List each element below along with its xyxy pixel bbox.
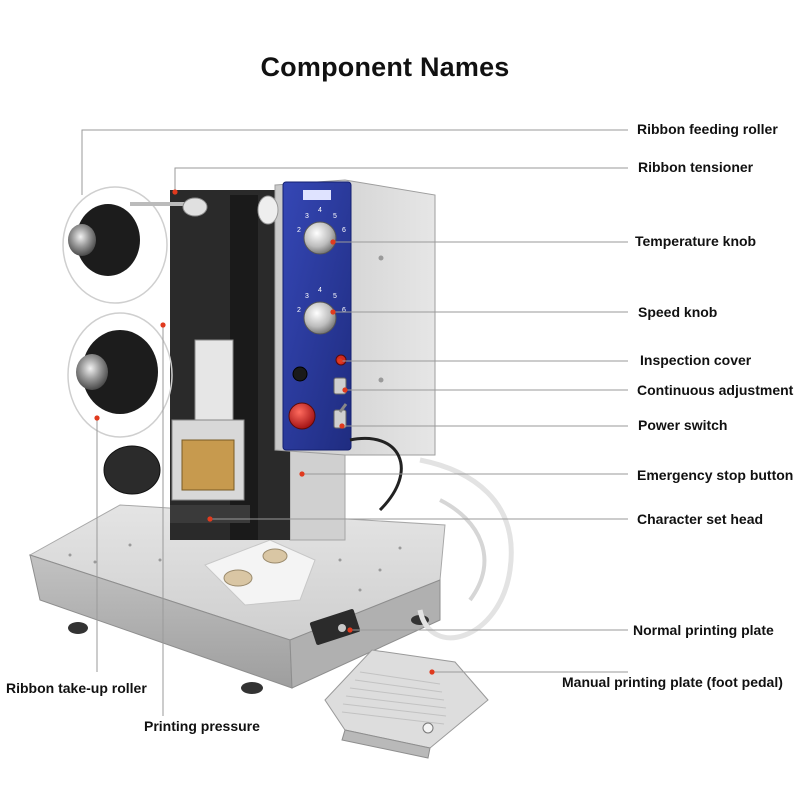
character-set-head-graphic [170, 339, 250, 523]
svg-text:3: 3 [305, 293, 309, 300]
foot-pedal-graphic [324, 649, 489, 759]
label-emergency-stop-button: Emergency stop button [637, 467, 794, 483]
label-power-switch: Power switch [638, 417, 728, 433]
label-speed-knob: Speed knob [638, 304, 718, 320]
svg-text:3: 3 [305, 213, 309, 220]
label-temperature-knob: Temperature knob [635, 233, 757, 249]
svg-text:2: 2 [297, 307, 301, 314]
svg-text:5: 5 [333, 213, 337, 220]
label-continuous-adjustment: Continuous adjustment [637, 382, 794, 398]
speed-knob-graphic: 23 4 56 [297, 287, 346, 335]
label-manual-printing-plate: Manual printing plate (foot pedal) [562, 674, 783, 690]
svg-text:5: 5 [333, 293, 337, 300]
svg-text:6: 6 [342, 227, 346, 234]
label-ribbon-tensioner: Ribbon tensioner [638, 159, 754, 175]
printing-plate [204, 539, 316, 606]
temperature-knob-graphic: 23 4 56 [297, 207, 346, 255]
diagram-title: Component Names [260, 52, 510, 82]
ribbon-feeding-roller-graphic [62, 186, 185, 304]
label-inspection-cover: Inspection cover [640, 352, 752, 368]
label-character-set-head: Character set head [637, 511, 764, 527]
svg-text:2: 2 [297, 227, 301, 234]
ribbon-tensioner-graphic [182, 195, 279, 225]
svg-text:4: 4 [318, 287, 322, 294]
label-printing-pressure: Printing pressure [144, 718, 260, 734]
label-ribbon-take-up-roller: Ribbon take-up roller [6, 680, 147, 696]
svg-text:6: 6 [342, 307, 346, 314]
label-normal-printing-plate: Normal printing plate [633, 622, 774, 638]
ribbon-take-up-roller-graphic [67, 312, 173, 438]
callout-markers [94, 189, 435, 675]
callout-lines [81, 129, 628, 716]
control-box: 234 56 234 56 [274, 179, 436, 456]
label-ribbon-feeding-roller: Ribbon feeding roller [637, 121, 778, 137]
svg-text:4: 4 [318, 207, 322, 214]
